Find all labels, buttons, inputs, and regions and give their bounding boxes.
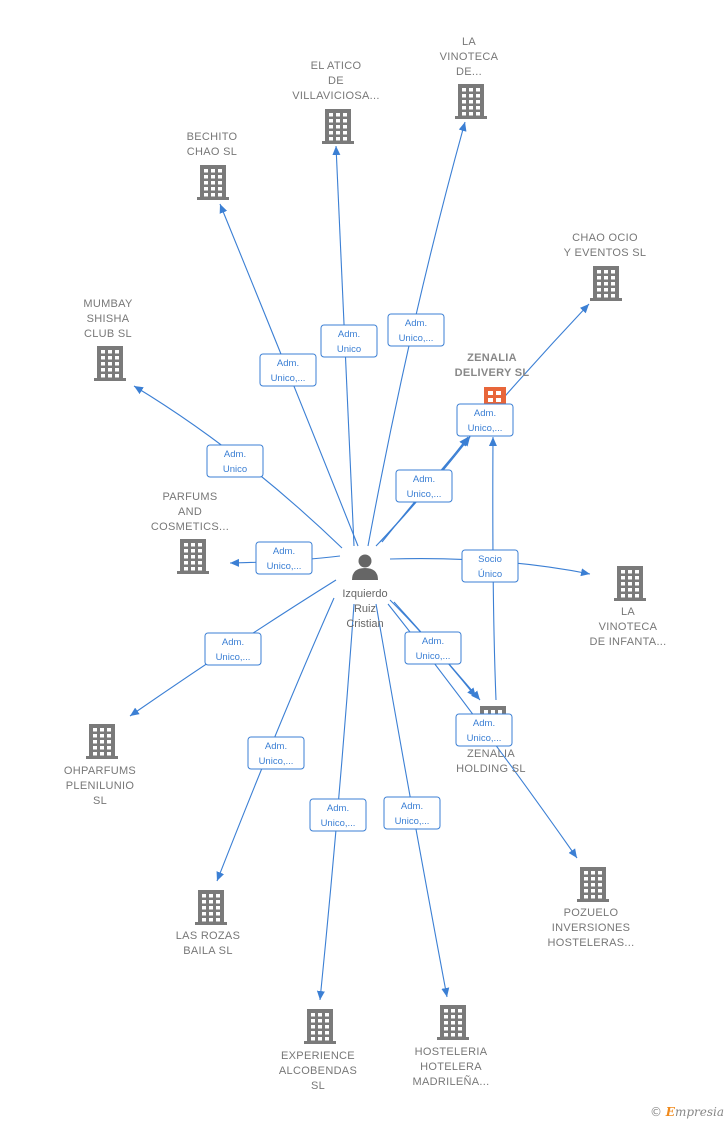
relation-label: Adm. <box>474 408 496 419</box>
relation-label: Socio <box>478 554 502 565</box>
relation-label: Unico,... <box>321 818 356 829</box>
relation-badge-hosteleria-hotelera[interactable]: Adm. Unico,... <box>383 796 441 830</box>
relation-badge-experience-alcobendas[interactable]: Adm. Unico,... <box>309 798 367 832</box>
empresia-watermark: © Empresia <box>650 1105 724 1119</box>
building-icon[interactable] <box>484 387 506 407</box>
relation-label: Adm. <box>277 358 299 369</box>
relation-label: Unico <box>223 464 247 475</box>
relation-badge-la-vinoteca-de[interactable]: Adm. Unico,... <box>387 313 445 347</box>
brand-initial: E <box>665 1105 675 1119</box>
relation-label: Adm. <box>222 637 244 648</box>
building-icon[interactable] <box>195 890 227 925</box>
relation-label: Adm. <box>327 803 349 814</box>
relation-label: Adm. <box>265 741 287 752</box>
relation-badge-bechito-chao[interactable]: Adm. Unico,... <box>259 353 317 387</box>
building-icon[interactable] <box>455 84 487 119</box>
brand-name: mpresia <box>674 1105 724 1119</box>
relation-label: Unico,... <box>416 651 451 662</box>
building-icon[interactable] <box>322 109 354 144</box>
relation-label: Adm. <box>405 318 427 329</box>
relation-label: Unico,... <box>271 373 306 384</box>
relation-label: Unico,... <box>267 561 302 572</box>
relation-label: Unico,... <box>468 423 503 434</box>
relation-label: Adm. <box>338 329 360 340</box>
relation-badge-chao-ocio[interactable]: Adm. Unico,... <box>456 403 514 437</box>
relation-label: Unico,... <box>407 489 442 500</box>
relation-label: Unico,... <box>395 816 430 827</box>
relation-label: Adm. <box>413 474 435 485</box>
building-icon[interactable] <box>614 566 646 601</box>
building-icon[interactable] <box>577 867 609 902</box>
relation-label: Unico,... <box>216 652 251 663</box>
building-icon[interactable] <box>197 165 229 200</box>
building-icon[interactable] <box>437 1005 469 1040</box>
relation-badge-pozuelo-inversiones[interactable]: Adm. Unico,... <box>455 713 513 747</box>
person-icon[interactable] <box>352 554 378 581</box>
relation-label: Unico,... <box>259 756 294 767</box>
copyright-symbol: © <box>649 1105 662 1119</box>
relation-badge-mumbay-shisha[interactable]: Adm. Unico <box>206 444 264 478</box>
relation-label: Unico <box>337 344 361 355</box>
building-icon[interactable] <box>86 724 118 759</box>
relation-label: Adm. <box>224 449 246 460</box>
relation-badge-el-atico[interactable]: Adm. Unico <box>320 324 378 358</box>
relation-badge-parfums-cosmetics[interactable]: Adm. Unico,... <box>255 541 313 575</box>
edge-bechito-chao <box>219 203 359 547</box>
relation-label: Adm. <box>273 546 295 557</box>
building-icon[interactable] <box>177 539 209 574</box>
building-icon[interactable] <box>590 266 622 301</box>
building-icon[interactable] <box>304 1009 336 1044</box>
building-icon[interactable] <box>94 346 126 381</box>
relation-badge-ohparfums[interactable]: Adm. Unico,... <box>204 632 262 666</box>
relation-label: Adm. <box>473 718 495 729</box>
edge-las-rozas-baila <box>216 597 335 882</box>
edge-zenalia-holding-to-delivery <box>488 436 497 701</box>
relation-badge-las-rozas-baila[interactable]: Adm. Unico,... <box>247 736 305 770</box>
relation-label: Unico,... <box>467 733 502 744</box>
relation-label: Unico,... <box>399 333 434 344</box>
relation-label: Adm. <box>401 801 423 812</box>
relation-label: Único <box>478 569 502 580</box>
relation-label: Adm. <box>422 636 444 647</box>
relation-badge-zenalia-delivery[interactable]: Adm. Unico,... <box>395 469 453 503</box>
relation-badge-zenalia-holding[interactable]: Adm. Unico,... <box>404 631 462 665</box>
